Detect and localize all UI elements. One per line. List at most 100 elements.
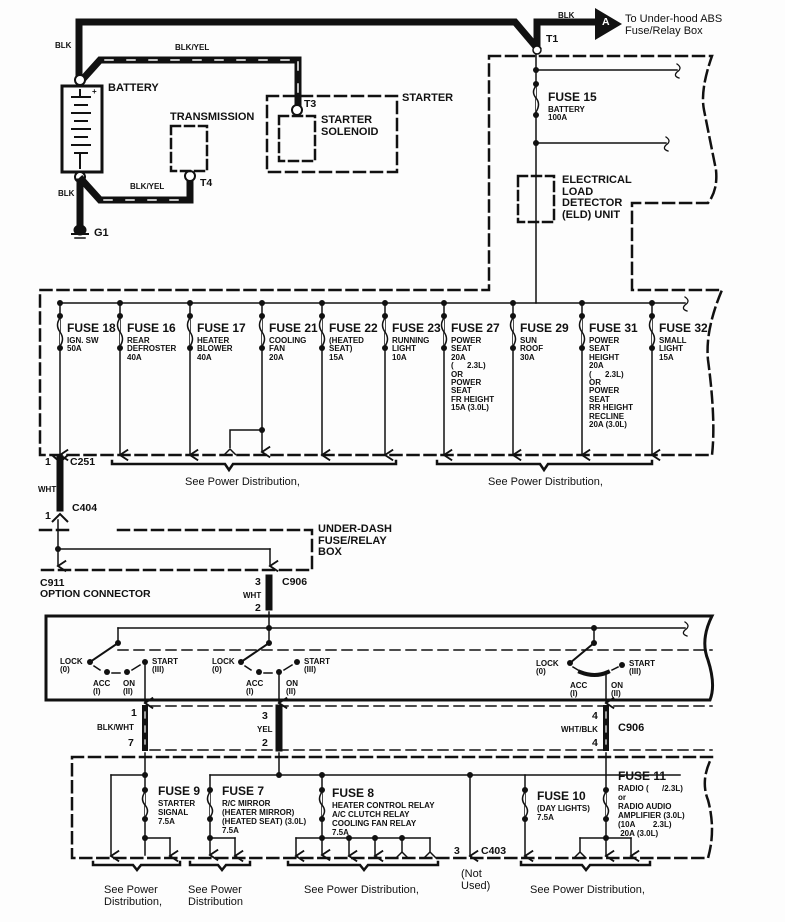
under-dash-box	[38, 528, 314, 572]
terminal-t4: T4	[200, 177, 213, 189]
fuse-11-symbol	[602, 790, 610, 819]
fuse-name: FUSE 23	[392, 321, 441, 335]
starter-label: STARTER	[402, 92, 454, 104]
see-power-distribution-3[interactable]: See Power Distribution,	[104, 884, 163, 908]
wire-label-blk-top: BLK	[55, 41, 72, 50]
switch-3-acc: ACC (I)	[570, 681, 588, 699]
under-hood-destination: To Under-hood ABS Fuse/Relay Box	[625, 13, 723, 37]
brace-6	[519, 860, 652, 873]
fuse-symbol	[648, 317, 656, 347]
c403-not-used: (Not Used)	[461, 868, 491, 892]
wire-label-wht-c906: WHT	[243, 591, 262, 600]
terminal-t3: T3	[304, 98, 317, 110]
junction-dot	[382, 300, 388, 306]
fuse-desc: HEATER BLOWER 40A	[197, 336, 233, 362]
fuse-name: FUSE 17	[197, 321, 246, 335]
see-power-distribution-5[interactable]: See Power Distribution,	[304, 884, 419, 896]
fuse-name: FUSE 29	[520, 321, 569, 335]
under-dash-box-label: UNDER-DASH FUSE/RELAY BOX	[318, 523, 392, 559]
fuse-10-symbol	[521, 790, 529, 819]
junction-dot	[510, 300, 516, 306]
wire-label-yel: YEL	[257, 725, 273, 734]
switch-2	[238, 640, 300, 703]
under-hood-box	[38, 54, 724, 457]
eld-box	[516, 174, 556, 224]
brace-3	[91, 860, 182, 873]
fuse-desc: IGN. SW 50A	[67, 336, 99, 354]
ground-label: G1	[94, 227, 109, 239]
pin-7: 7	[128, 737, 134, 749]
switch-3-on: ON (II)	[611, 681, 623, 699]
pin-1: 1	[131, 707, 137, 719]
fuse-desc: RUNNING LIGHT 10A	[392, 336, 430, 362]
brace-5	[286, 860, 440, 873]
connector-c906-mid: C906	[618, 722, 645, 734]
fuse-symbol	[509, 317, 517, 347]
junction-dot	[259, 300, 265, 306]
fuse-desc: POWER SEAT HEIGHT 20A ( 2.3L) OR POWER S…	[589, 336, 633, 429]
fuse-7-desc: R/C MIRROR (HEATER MIRROR) (HEATED SEAT)…	[222, 799, 307, 835]
switch-1	[87, 640, 148, 703]
fuse-name: FUSE 31	[589, 321, 638, 335]
fuse-8-symbol	[318, 790, 326, 819]
wire-label-blk-bottom: BLK	[58, 189, 75, 198]
fuse-desc: REAR DEFROSTER 40A	[127, 336, 177, 362]
c404-pin: 1	[45, 510, 51, 522]
c403-pin: 3	[454, 845, 460, 857]
connector-a-label: A	[602, 16, 610, 28]
fuse-9-desc: STARTER SIGNAL 7.5A	[158, 799, 196, 826]
c906-top-pin-2: 2	[255, 602, 261, 614]
fuse-name: FUSE 21	[269, 321, 318, 335]
option-connector-label: C911 OPTION CONNECTOR	[40, 577, 151, 601]
fuse-desc: (HEATED SEAT) 15A	[329, 336, 364, 362]
junction-dot	[441, 300, 447, 306]
see-power-distribution-2[interactable]: See Power Distribution,	[488, 476, 603, 488]
switch-1-start: START (III)	[152, 657, 179, 675]
switch-2-start: START (III)	[304, 657, 331, 675]
c251-pin: 1	[45, 456, 51, 468]
starter-box	[265, 94, 399, 174]
ground-symbol	[71, 224, 89, 239]
terminal-t1: T1	[546, 33, 559, 45]
transmission-box	[169, 124, 209, 173]
fuse-8-desc: HEATER CONTROL RELAY A/C CLUTCH RELAY CO…	[332, 801, 435, 837]
fuse-7-name: FUSE 7	[222, 784, 265, 798]
wire-label-blk-t1: BLK	[558, 11, 575, 20]
pin-4-bottom: 4	[592, 737, 598, 749]
fuse-10-desc: (DAY LIGHTS) 7.5A	[537, 804, 590, 822]
battery-label: BATTERY	[108, 82, 159, 94]
connector-c404: C404	[72, 502, 98, 514]
c906-top-pin-3: 3	[255, 576, 261, 588]
eld-label: ELECTRICAL LOAD DETECTOR (ELD) UNIT	[562, 174, 632, 221]
fuse-15-name: FUSE 15	[548, 90, 597, 104]
junction-dot	[187, 300, 193, 306]
switch-1-lock: LOCK (0)	[60, 657, 83, 675]
fuse-symbol	[578, 317, 586, 347]
fuse-desc: SUN ROOF 30A	[520, 336, 544, 362]
see-power-distribution-6[interactable]: See Power Distribution,	[530, 884, 645, 896]
fuse-15-symbol	[532, 84, 540, 114]
pin-3: 3	[262, 710, 268, 722]
see-power-distribution-4[interactable]: See Power Distribution	[188, 884, 244, 908]
switch-2-lock: LOCK (0)	[212, 657, 235, 675]
fuse-symbol	[440, 317, 448, 347]
wire-blk-yel-bottom	[77, 175, 194, 204]
fuse-symbol	[318, 317, 326, 347]
see-power-distribution-1[interactable]: See Power Distribution,	[185, 476, 300, 488]
fuse-desc: SMALL LIGHT 15A	[659, 336, 687, 362]
fuse-8-name: FUSE 8	[332, 786, 375, 800]
pin-4-top: 4	[592, 710, 598, 722]
junction-dot	[579, 300, 585, 306]
fuse-name: FUSE 27	[451, 321, 500, 335]
fuse-desc: POWER SEAT 20A ( 2.3L) OR POWER SEAT FR …	[451, 336, 495, 413]
fuse-symbol	[56, 317, 64, 347]
switch-3-lock: LOCK (0)	[536, 659, 559, 677]
fuse-9-name: FUSE 9	[158, 784, 201, 798]
wire-label-blk-yel-top: BLK/YEL	[175, 43, 210, 52]
junction-dot	[117, 300, 123, 306]
wire-label-wht-blk: WHT/BLK	[561, 725, 598, 734]
fuse-desc: COOLING FAN 20A	[269, 336, 307, 362]
ignition-switch-box	[44, 614, 715, 702]
switch-3	[567, 640, 625, 703]
